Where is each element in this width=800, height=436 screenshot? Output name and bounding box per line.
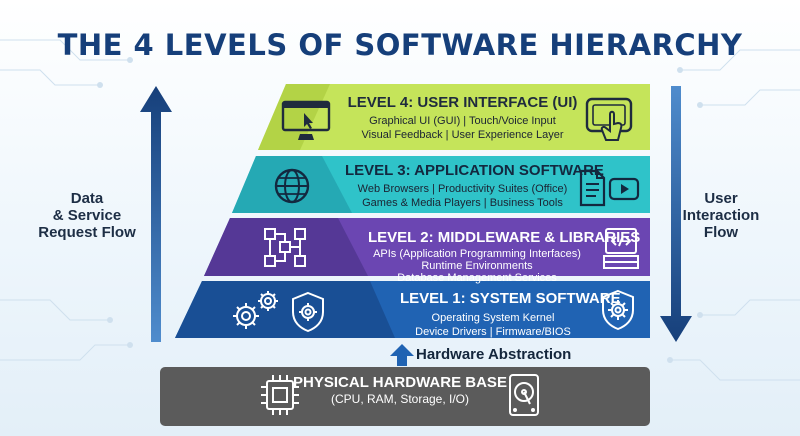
level-4-title: LEVEL 4: USER INTERFACE (UI) [347, 94, 578, 111]
level-1-title: LEVEL 1: SYSTEM SOFTWARE [400, 290, 621, 307]
hardware-base-title: PHYSICAL HARDWARE BASE [293, 374, 507, 391]
level-1-text: LEVEL 1: SYSTEM SOFTWARE Operating Syste… [400, 290, 621, 339]
user-flow-down-arrow [660, 86, 692, 342]
level-4-text: LEVEL 4: USER INTERFACE (UI) Graphical U… [345, 94, 580, 142]
network-nodes-icon [264, 228, 306, 267]
gears-icon [233, 291, 278, 329]
hardware-base-box [160, 367, 650, 426]
cpu-chip-icon [261, 375, 299, 415]
page-title: THE 4 LEVELS OF SOFTWARE HIERARCHY [57, 28, 743, 62]
level-2-line: Runtime Environments [421, 260, 533, 272]
left-label-line: Request Flow [38, 224, 136, 241]
right-label-line: User [704, 190, 738, 207]
left-label-line: Data [70, 190, 104, 207]
hardware-abstraction-label: Hardware Abstraction [416, 346, 572, 363]
level-4-tier [258, 84, 650, 150]
left-label-line: & Service [52, 207, 122, 224]
monitor-cursor-icon [281, 100, 331, 140]
data-service-request-flow-label: Data & Service Request Flow [28, 190, 146, 241]
level-2-line: Database Management Services [397, 272, 557, 284]
data-flow-up-arrow [140, 86, 172, 342]
level-4-line: Graphical UI (GUI) | Touch/Voice Input [369, 115, 556, 127]
level-2-line: APIs (Application Programming Interfaces… [373, 248, 581, 260]
level-3-line: Web Browsers | Productivity Suites (Offi… [357, 183, 568, 195]
hard-drive-icon [509, 374, 539, 416]
right-label-line: Interaction [682, 207, 760, 224]
level-1-line: Operating System Kernel [431, 312, 555, 324]
level-1-line: Device Drivers | Firmware/BIOS [415, 326, 571, 338]
level-3-line: Games & Media Players | Business Tools [362, 197, 563, 209]
security-shield-icon [602, 289, 634, 331]
right-label-line: Flow [703, 224, 739, 241]
user-interaction-flow-label: User Interaction Flow [662, 190, 780, 241]
level-3-title: LEVEL 3: APPLICATION SOFTWARE [345, 162, 604, 179]
code-book-icon [603, 228, 639, 269]
level-2-title: LEVEL 2: MIDDLEWARE & LIBRARIES [368, 229, 641, 246]
document-video-icon [579, 169, 640, 207]
level-2-text: LEVEL 2: MIDDLEWARE & LIBRARIES APIs (Ap… [368, 229, 641, 284]
globe-icon [274, 168, 310, 204]
hardware-abstraction-arrow [390, 344, 414, 366]
shield-gear-icon [292, 291, 324, 333]
level-3-text: LEVEL 3: APPLICATION SOFTWARE Web Browse… [345, 162, 604, 210]
hardware-base-subtitle: (CPU, RAM, Storage, I/O) [330, 392, 470, 406]
tablet-touch-icon [585, 97, 633, 141]
level-4-line: Visual Feedback | User Experience Layer [361, 129, 564, 141]
